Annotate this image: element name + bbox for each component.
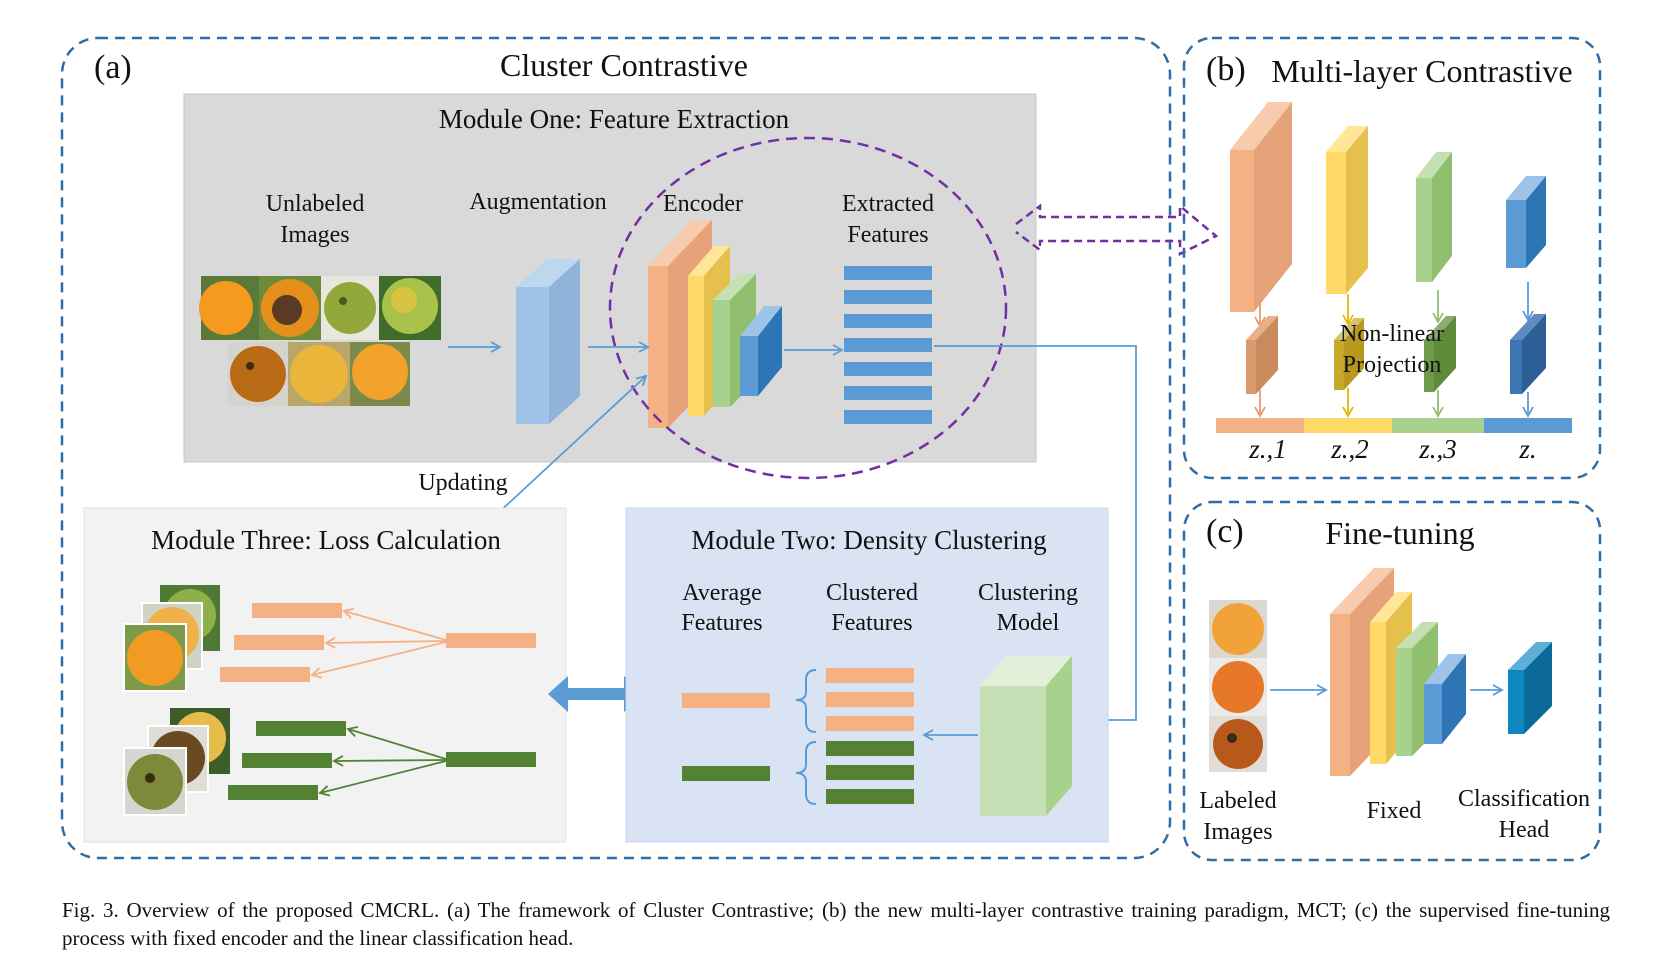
fixed-encoder-stack [1330,568,1466,776]
panel-c-letter: (c) [1206,513,1244,550]
panel-a-frame [60,36,1172,860]
augmentation-block [516,259,580,424]
average-feature-green [682,766,770,781]
extracted-features-bars [844,266,932,424]
loss-bars-green [228,721,536,800]
loss-image-stack-orange [123,585,220,692]
z-label-3: z.,3 [1418,434,1457,464]
layer-yellow [1326,126,1368,294]
arrow-updating [494,374,648,517]
panel-b-title: Multi-layer Contrastive [1271,53,1572,89]
extracted-features-label-2: Features [847,222,928,248]
z-label-2: z.,2 [1330,434,1369,464]
unlabeled-images-label-2: Images [280,222,349,248]
classification-head-label-2: Head [1499,817,1550,843]
z-label-4: z. [1518,434,1536,464]
classification-head-block [1508,642,1552,734]
brace-orange [795,669,817,733]
clustering-model-block [980,656,1072,816]
panel-b-letter: (b) [1206,51,1246,88]
encoder-ellipse [608,136,1008,480]
projection-blocks [1246,314,1546,394]
layer-green [1416,152,1452,282]
panel-a-title: Cluster Contrastive [500,47,748,83]
figure-caption: Fig. 3. Overview of the proposed CMCRL. … [62,898,1610,950]
loss-arrows-green [318,725,447,797]
average-features-label-2: Features [681,610,762,636]
augmentation-label: Augmentation [469,189,606,215]
clustering-model-label-2: Model [997,610,1060,636]
classification-head-label-1: Classification [1458,786,1590,812]
labeled-images-stack [1209,600,1267,772]
unlabeled-images-collage [199,276,441,406]
projection-label-1: Non-linear [1340,321,1444,347]
encoder-stack [648,220,782,428]
clustered-features-bars [826,668,914,804]
concatenated-embedding-bar [1216,418,1572,433]
brace-green [795,741,817,805]
average-features-label-1: Average [682,580,762,606]
updating-label: Updating [418,470,507,496]
z-label-1: z.,1 [1248,434,1287,464]
loss-bars-orange [220,603,536,682]
projection-arrows-top [1254,282,1534,328]
labeled-images-label-2: Images [1203,819,1272,845]
layer-blue [1506,176,1546,268]
panel-b-frame [1182,36,1602,480]
module-two-title: Module Two: Density Clustering [691,525,1046,555]
module-three-title: Module Three: Loss Calculation [151,525,501,555]
panel-a-letter: (a) [94,49,132,86]
clustering-model-label-1: Clustering [978,580,1078,606]
fixed-label: Fixed [1367,798,1422,824]
cmcrl-overview-diagram: (a) Cluster Contrastive Module One: Feat… [60,36,1602,862]
unlabeled-images-label-1: Unlabeled [266,191,365,217]
clustered-features-label-2: Features [831,610,912,636]
loss-arrows-orange [310,607,447,679]
module-one-title: Module One: Feature Extraction [439,104,790,134]
projection-label-2: Projection [1343,352,1442,378]
purple-double-arrow [1015,203,1219,257]
labeled-images-label-1: Labeled [1199,788,1276,814]
extracted-features-label-1: Extracted [842,191,934,217]
panel-c-frame [1182,500,1602,862]
projection-arrows-bottom [1254,388,1534,418]
layer-orange [1230,102,1292,312]
double-arrow-modules [548,676,644,712]
encoder-label: Encoder [663,191,743,217]
panel-c-title: Fine-tuning [1325,515,1474,551]
clustered-features-label-1: Clustered [826,580,918,606]
loss-image-stack-green [123,708,230,816]
average-feature-orange [682,693,770,708]
